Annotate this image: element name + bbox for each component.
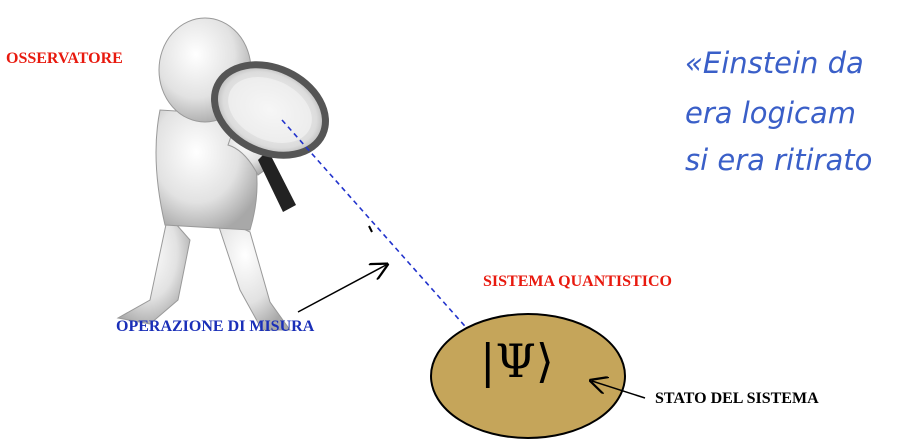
system-state-label: STATO DEL SISTEMA <box>655 390 819 407</box>
quote-line-1: «Einstein da <box>685 46 864 80</box>
measurement-label: OPERAZIONE DI MISURA <box>116 318 315 335</box>
observer-label: OSSERVATORE <box>6 50 123 67</box>
measurement-arrow <box>297 265 386 313</box>
quote-line-3: si era ritirato <box>685 143 873 177</box>
quote-line-2: era logicam <box>685 96 856 130</box>
psi-state-symbol: |Ψ⟩ <box>480 334 554 388</box>
tick-mark <box>368 225 373 233</box>
quantum-system-ellipse <box>430 313 626 439</box>
measurement-dashed-line <box>281 119 490 354</box>
quantum-system-label: SISTEMA QUANTISTICO <box>483 273 672 290</box>
state-arrow <box>592 381 646 399</box>
observer-figure-icon <box>116 17 329 331</box>
